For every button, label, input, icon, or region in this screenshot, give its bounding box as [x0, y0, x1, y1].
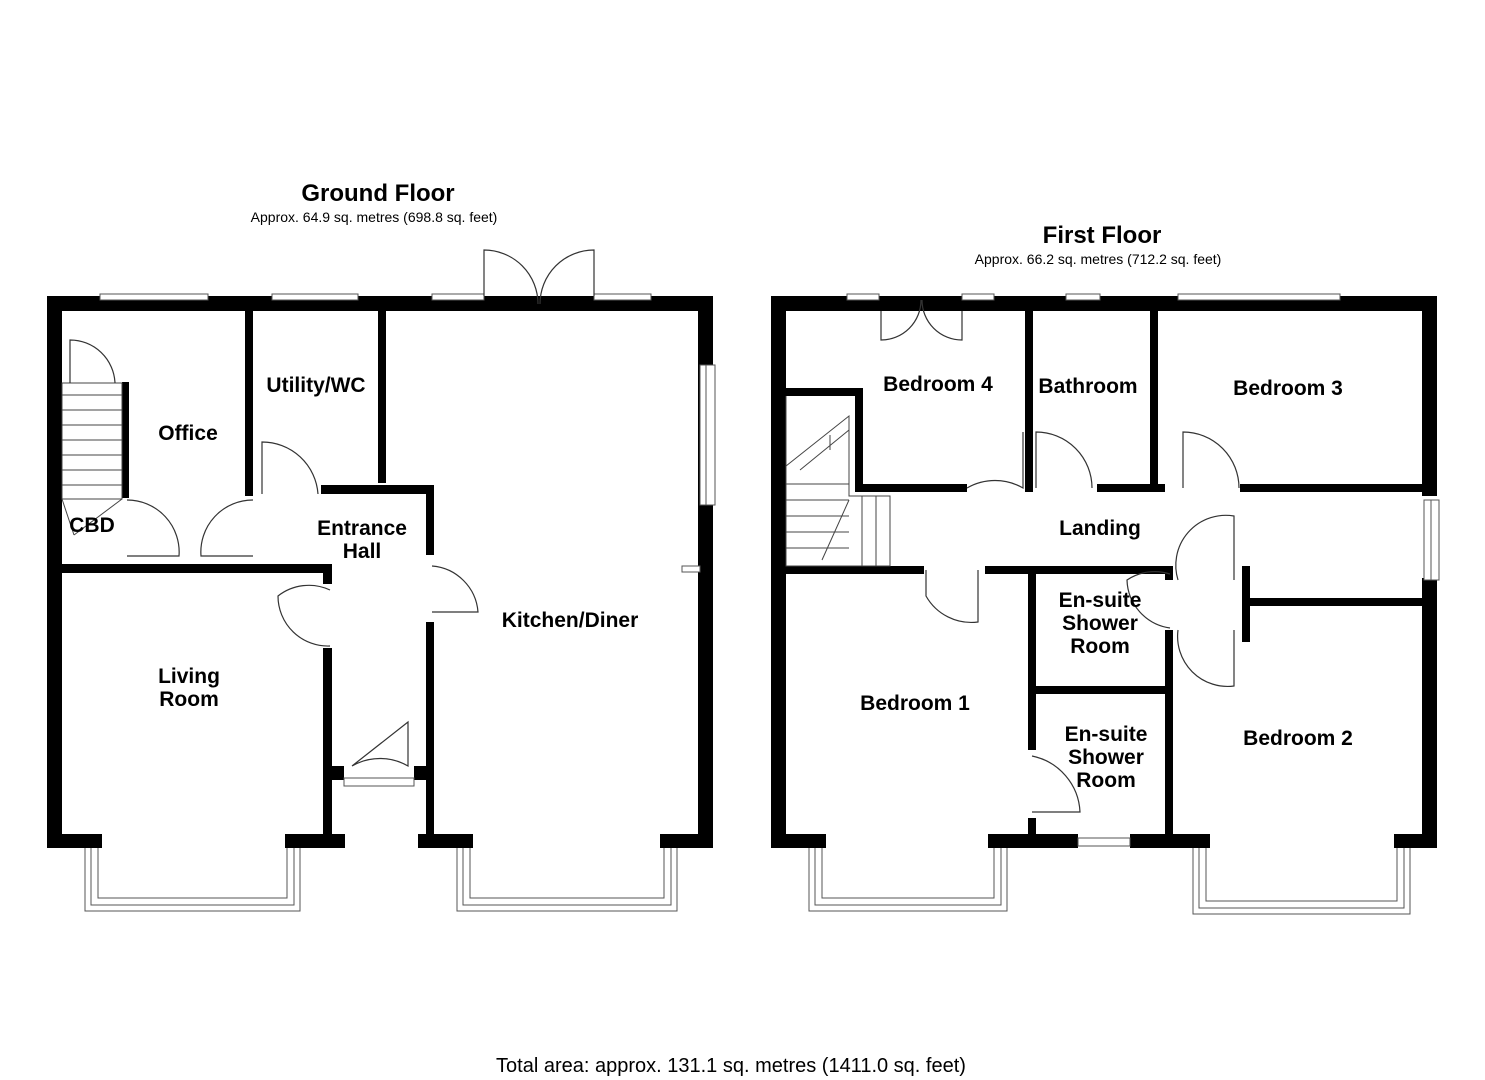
ground-floor-doors [69, 339, 479, 787]
ground-floor-title: Ground Floor [301, 180, 454, 207]
total-area: Total area: approx. 131.1 sq. metres (14… [496, 1055, 966, 1077]
bathroom-door[interactable] [1035, 431, 1093, 489]
bedroom1-bay-window [808, 848, 1008, 912]
kitchen-diner-label: Kitchen/Diner [502, 609, 639, 632]
bedroom4-french-doors[interactable] [880, 299, 963, 341]
ground-floor-windows [99, 293, 716, 573]
ensuite-b-label-line3: Room [1076, 769, 1136, 792]
ground-floor-plan: Ground Floor Approx. 64.9 sq. metres (69… [47, 180, 716, 912]
bathroom-label: Bathroom [1038, 375, 1137, 398]
under-stair-door[interactable] [69, 339, 116, 384]
entrance-hall-label-line1: Entrance [317, 517, 407, 540]
bedroom3-label: Bedroom 3 [1233, 377, 1343, 400]
cbd-door[interactable] [126, 499, 180, 557]
living-room-label-line1: Living [158, 665, 220, 688]
ground-floor-area: Approx. 64.9 sq. metres (698.8 sq. feet) [251, 209, 498, 225]
ensuite-b-label-line1: En-suite [1065, 723, 1148, 746]
ensuite-a-door[interactable] [1126, 571, 1171, 629]
living-room-bay-window [84, 848, 301, 912]
utility-wc-label: Utility/WC [266, 374, 365, 397]
bedroom3-door[interactable] [1182, 431, 1240, 489]
ensuite-b-door[interactable] [1031, 755, 1081, 813]
bedroom4-door[interactable] [966, 432, 1024, 490]
living-room-door[interactable] [277, 584, 331, 647]
entrance-hall-label-line2: Hall [343, 540, 382, 563]
bedroom2-label: Bedroom 2 [1243, 727, 1353, 750]
utility-door[interactable] [261, 441, 319, 495]
office-door[interactable] [200, 499, 254, 557]
first-floor-area: Approx. 66.2 sq. metres (712.2 sq. feet) [975, 251, 1222, 267]
kitchen-door[interactable] [431, 565, 479, 613]
ensuite-b-label-line2: Shower [1068, 746, 1144, 769]
first-floor-stairs [785, 396, 891, 567]
bedroom2-door-lower[interactable] [1176, 629, 1235, 688]
kitchen-bay-window [456, 848, 678, 912]
ground-floor-room-labels: Office Utility/WC CBD Entrance Hall Kitc… [69, 374, 638, 711]
first-floor-plan: First Floor Approx. 66.2 sq. metres (712… [771, 222, 1440, 915]
ensuite-a-label-line3: Room [1070, 635, 1130, 658]
bedroom2-door[interactable] [1175, 514, 1235, 581]
bedroom1-door[interactable] [925, 570, 979, 624]
bedroom1-label: Bedroom 1 [860, 692, 970, 715]
ground-floor-stairs [61, 382, 123, 536]
first-floor-walls [771, 296, 1437, 848]
first-floor-doors [925, 431, 1240, 813]
bedroom4-label: Bedroom 4 [883, 373, 993, 396]
cbd-label: CBD [69, 514, 115, 537]
first-floor-title: First Floor [1043, 222, 1162, 249]
first-floor-room-labels: Bedroom 4 Bathroom Bedroom 3 Landing En-… [860, 373, 1353, 792]
ensuite-a-label-line2: Shower [1062, 612, 1138, 635]
landing-label: Landing [1059, 517, 1141, 540]
office-label: Office [158, 422, 218, 445]
first-floor-windows [846, 293, 1440, 847]
bedroom2-bay-window [1192, 848, 1411, 915]
ground-floor-walls [47, 296, 713, 848]
front-door[interactable] [351, 720, 409, 768]
ensuite-a-label-line1: En-suite [1059, 589, 1142, 612]
kitchen-french-doors[interactable] [483, 249, 595, 305]
living-room-label-line2: Room [159, 688, 219, 711]
